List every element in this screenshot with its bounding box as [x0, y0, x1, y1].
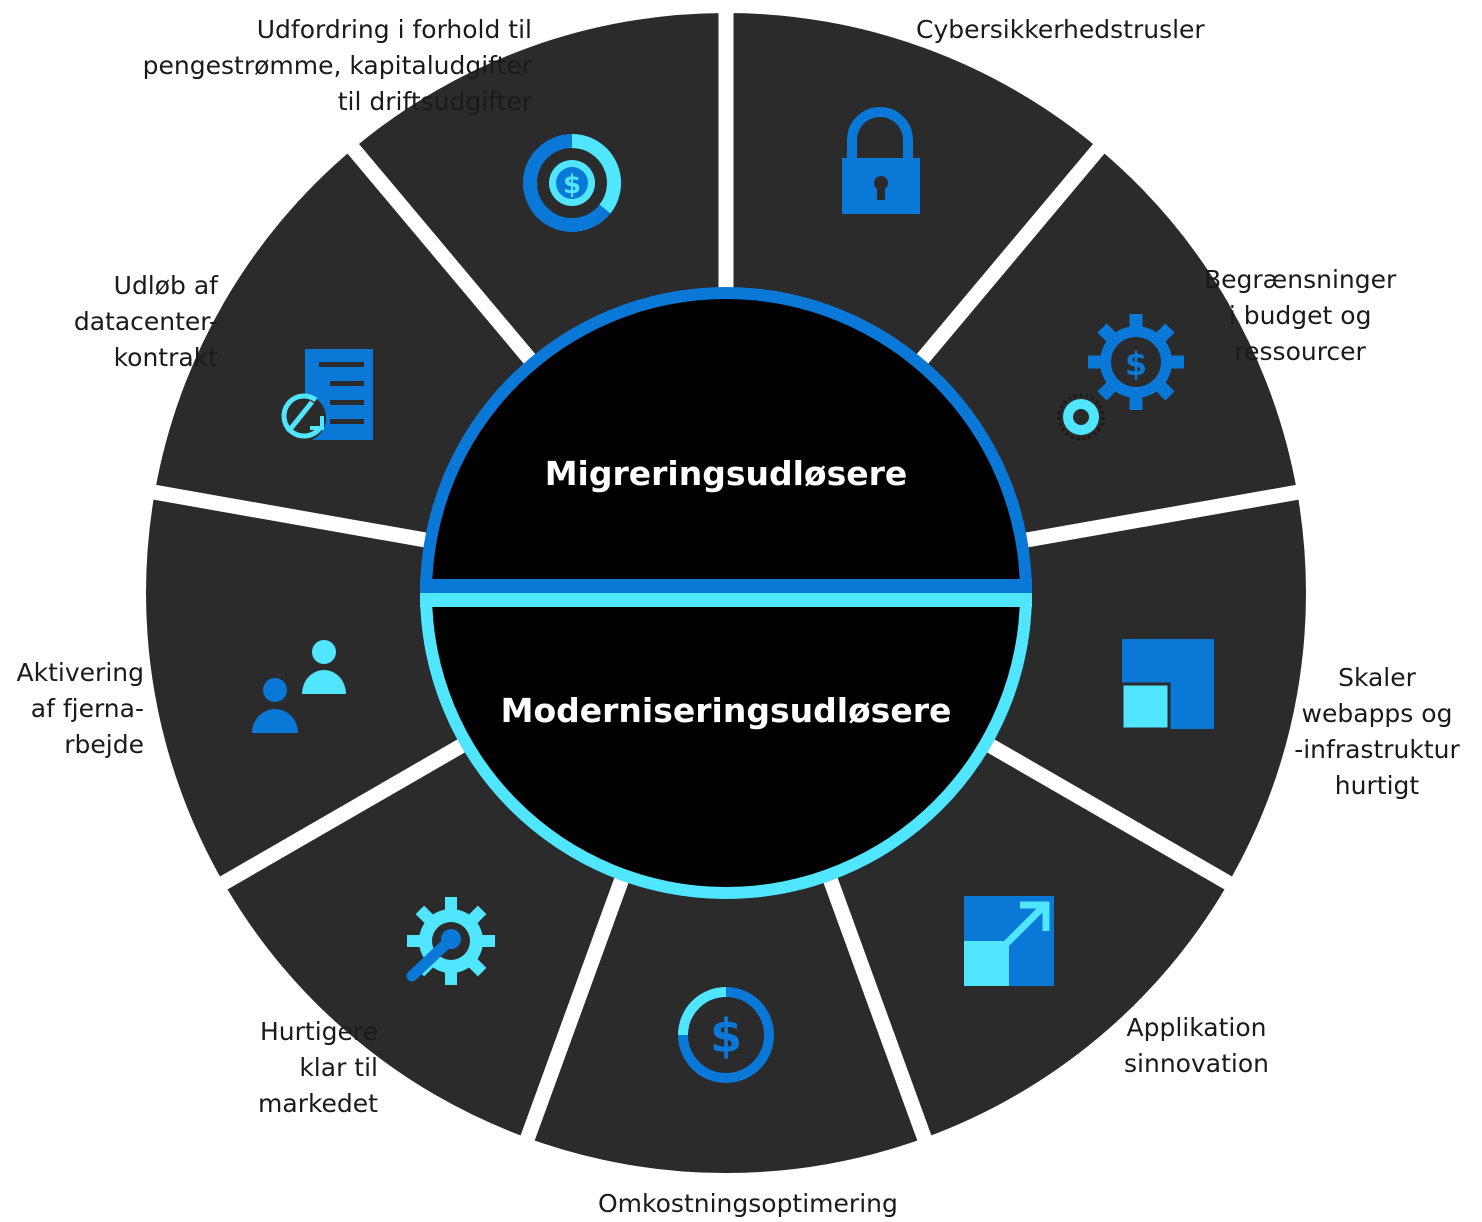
scale-squares-icon	[1120, 639, 1214, 731]
gear-tooth	[479, 935, 495, 947]
modernization-divider-band	[420, 593, 1032, 607]
label-datacenter-contract: Udløb af datacenter- kontrakt	[73, 271, 218, 372]
label-app-innovation: Applikation sinnovation	[1124, 1013, 1269, 1078]
gear-tooth	[1168, 355, 1184, 369]
lock-icon	[842, 107, 920, 214]
migration-divider-band	[420, 579, 1032, 593]
gear-tooth	[1088, 355, 1104, 369]
label-time-to-market: Hurtigere klar til markedet	[258, 1017, 378, 1118]
icons-layer: $ $	[252, 107, 1214, 1083]
label-cashflow: Udfordring i forhold til pengestrømme, k…	[142, 15, 532, 116]
contract-document-icon	[278, 349, 373, 442]
label-budget: Begrænsninger i budget og ressourcer	[1204, 265, 1397, 366]
dollar-donut-icon: $	[523, 134, 621, 232]
migration-title: Migreringsudløsere	[545, 454, 908, 493]
label-cost-optimization: Omkostningsoptimering	[598, 1189, 898, 1218]
expand-arrow-icon	[964, 896, 1054, 986]
gear-tooth	[407, 935, 423, 947]
dollar-gear-icon: $	[1057, 314, 1184, 441]
label-scale-webapps: Skaler webapps og -infrastruktur hurtigt	[1294, 663, 1460, 800]
gear-tooth	[1129, 314, 1143, 330]
gear-tooth	[1129, 394, 1143, 410]
wrench-gear-icon	[406, 897, 495, 985]
dollar-circle-icon: $	[678, 987, 774, 1083]
center-hub	[420, 287, 1032, 899]
modernization-title: Moderniseringsudløsere	[501, 691, 952, 730]
label-cybersecurity: Cybersikkerhedstrusler	[916, 15, 1205, 44]
svg-text:$: $	[710, 1009, 742, 1063]
remote-users-icon	[252, 640, 346, 733]
gear-tooth	[445, 897, 457, 913]
gear-tooth	[445, 969, 457, 985]
svg-text:$: $	[1125, 345, 1147, 383]
label-remote-work: Aktivering af fjerna- rbejde	[16, 658, 144, 759]
svg-text:$: $	[563, 170, 581, 200]
